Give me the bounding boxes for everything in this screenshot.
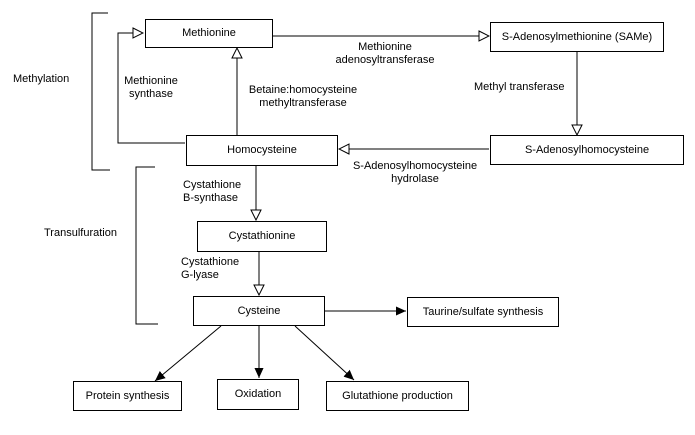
cystathionine-label: Cystathionine bbox=[228, 230, 296, 242]
enzyme-bhmt-line2: methyltransferase bbox=[259, 97, 347, 109]
same-box: S-Adenosylmethionine (SAMe) bbox=[490, 22, 664, 52]
homocysteine-label: Homocysteine bbox=[227, 144, 297, 156]
homocysteine-box: Homocysteine bbox=[186, 135, 338, 166]
arrow-homocysteine-to-methionine-synthase bbox=[117, 33, 185, 144]
arrow-cysteine-to-glutathione bbox=[294, 325, 355, 381]
arrow-cysteine-to-protein bbox=[154, 325, 222, 382]
transulfuration-group-label: Transulfuration bbox=[44, 227, 117, 239]
enzyme-mat: Methionine adenosyltransferase bbox=[322, 41, 448, 67]
enzyme-sah-hydrolase-line2: hydrolase bbox=[391, 173, 439, 185]
protein-box: Protein synthesis bbox=[73, 381, 182, 411]
methylation-bracket bbox=[91, 12, 110, 171]
cysteine-box: Cysteine bbox=[193, 296, 325, 326]
enzyme-cgl-line2: G-lyase bbox=[181, 269, 219, 281]
sah-box: S-Adenosylhomocysteine bbox=[490, 135, 684, 165]
transulfuration-bracket bbox=[135, 166, 158, 325]
oxidation-label: Oxidation bbox=[234, 388, 282, 400]
enzyme-cgl-line1: Cystathione bbox=[181, 256, 240, 268]
cysteine-label: Cysteine bbox=[237, 304, 281, 317]
enzyme-cbs: Cystathione B-synthase bbox=[183, 179, 241, 205]
enzyme-methionine-synthase-line2: synthase bbox=[128, 88, 174, 100]
enzyme-cbs-line1: Cystathione bbox=[183, 179, 242, 191]
enzyme-bhmt: Betaine:homocysteine methyltransferase bbox=[240, 84, 366, 110]
glutathione-box: Glutathione production bbox=[326, 381, 469, 411]
enzyme-cbs-line2: B-synthase bbox=[183, 192, 239, 204]
enzyme-cgl: Cystathione G-lyase bbox=[181, 256, 239, 282]
enzyme-methyl-transferase: Methyl transferase bbox=[474, 81, 565, 93]
methionine-label: Methionine bbox=[182, 27, 236, 39]
enzyme-bhmt-line1: Betaine:homocysteine bbox=[248, 84, 358, 96]
oxidation-box: Oxidation bbox=[217, 379, 299, 410]
same-label: S-Adenosylmethionine (SAMe) bbox=[501, 30, 653, 43]
protein-label: Protein synthesis bbox=[85, 389, 170, 402]
methylation-group-label: Methylation bbox=[13, 73, 70, 85]
methionine-box: Methionine bbox=[145, 19, 273, 48]
taurine-label: Taurine/sulfate synthesis bbox=[422, 305, 544, 318]
taurine-box: Taurine/sulfate synthesis bbox=[407, 297, 559, 327]
glutathione-label: Glutathione production bbox=[342, 389, 453, 402]
enzyme-methionine-synthase: Methionine synthase bbox=[118, 75, 184, 101]
enzyme-sah-hydrolase: S-Adenosylhomocysteine hydrolase bbox=[340, 160, 490, 186]
sah-label: S-Adenosylhomocysteine bbox=[524, 143, 650, 156]
enzyme-methionine-synthase-line1: Methionine bbox=[124, 75, 178, 87]
enzyme-mat-line2: adenosyltransferase bbox=[335, 54, 435, 66]
enzyme-sah-hydrolase-line1: S-Adenosylhomocysteine bbox=[352, 160, 478, 172]
cystathionine-box: Cystathionine bbox=[197, 221, 327, 252]
enzyme-mat-line1: Methionine bbox=[358, 41, 412, 53]
